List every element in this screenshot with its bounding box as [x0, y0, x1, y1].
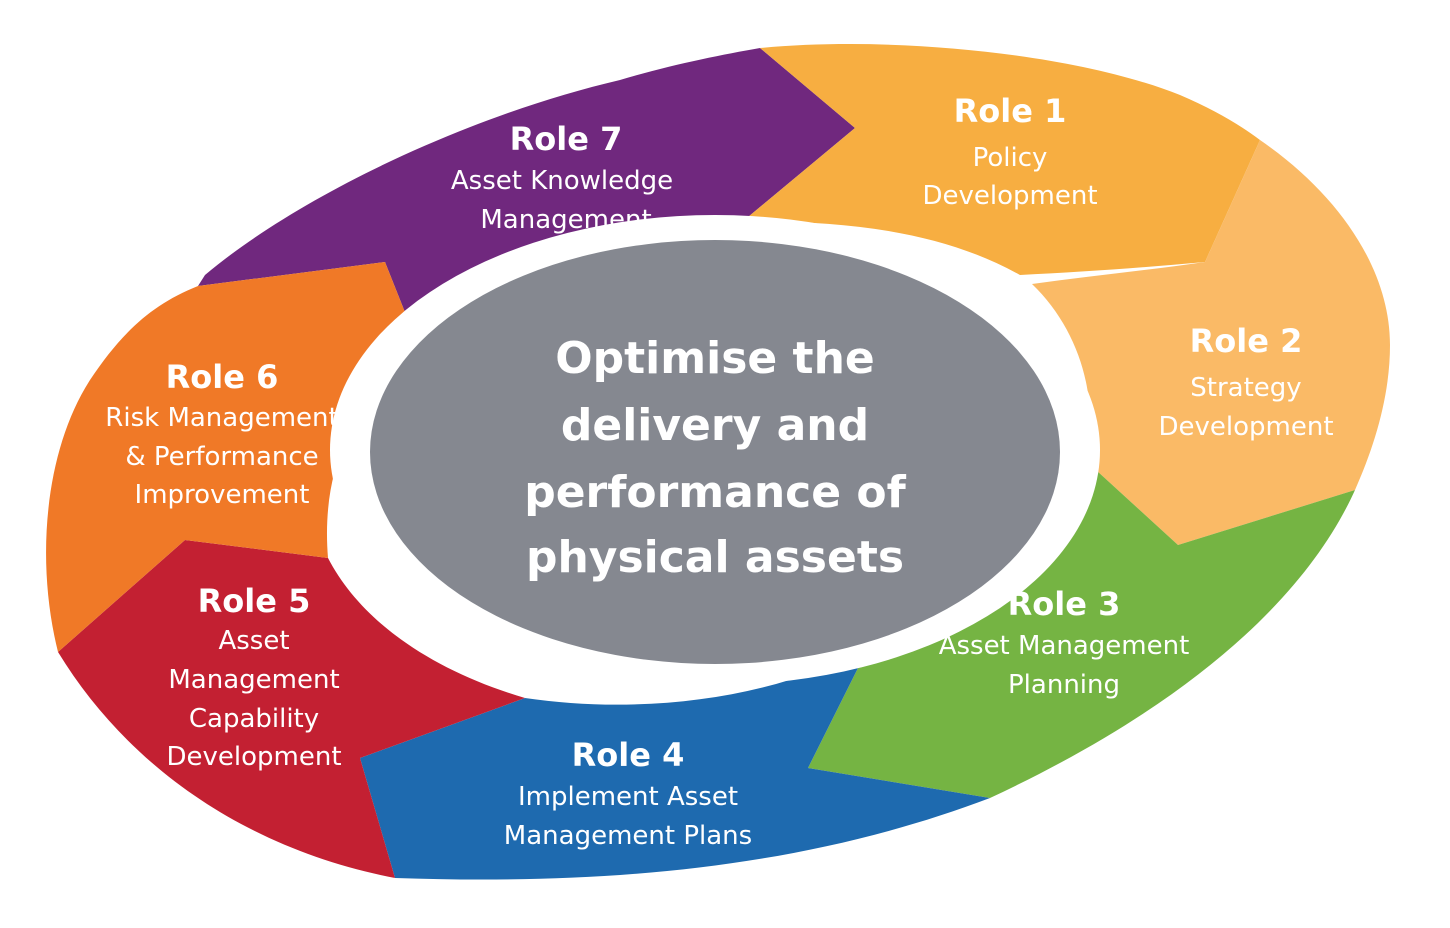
center-line-1: Optimise the	[555, 333, 875, 384]
role-5-title: Role 5	[198, 582, 311, 620]
role-4-desc-line: Implement Asset	[518, 782, 738, 812]
role-6-desc-line: Improvement	[135, 480, 310, 510]
center-line-2: delivery and	[561, 400, 869, 451]
role-7-title: Role 7	[510, 120, 623, 158]
segment-role-4	[360, 648, 990, 880]
center-line-4: physical assets	[526, 532, 904, 583]
role-5-desc-line: Development	[166, 742, 341, 772]
role-2-title: Role 2	[1190, 322, 1303, 360]
role-4-desc-line: Management Plans	[504, 821, 752, 851]
segment-role-1	[742, 44, 1260, 276]
center-ellipse	[370, 240, 1060, 664]
role-7-desc-line: Management	[480, 205, 651, 235]
role-4-title: Role 4	[572, 736, 685, 774]
role-1-title: Role 1	[954, 92, 1067, 130]
role-1-desc-line: Development	[922, 181, 1097, 211]
role-6-desc-line: & Performance	[125, 442, 318, 472]
role-2-desc-line: Strategy	[1190, 373, 1301, 403]
center-line-3: performance of	[524, 467, 906, 518]
role-5-desc-line: Capability	[189, 704, 319, 734]
role-6-desc-line: Risk Management	[105, 403, 338, 433]
segment-role-3	[808, 460, 1355, 798]
role-3-desc-line: Planning	[1008, 670, 1120, 700]
segment-role-2	[1032, 140, 1390, 545]
segment-role-7	[198, 48, 855, 350]
role-5-desc-line: Management	[168, 665, 339, 695]
role-2-desc-line: Development	[1158, 412, 1333, 442]
role-5-desc-line: Asset	[218, 626, 289, 656]
role-6-title: Role 6	[166, 358, 279, 396]
segment-role-6	[46, 262, 420, 652]
role-1-desc-line: Policy	[973, 143, 1048, 173]
role-3-desc-line: Asset Management	[939, 631, 1190, 661]
segment-role-5	[58, 540, 525, 878]
role-7-desc-line: Asset Knowledge	[451, 166, 673, 196]
role-3-title: Role 3	[1008, 585, 1121, 623]
